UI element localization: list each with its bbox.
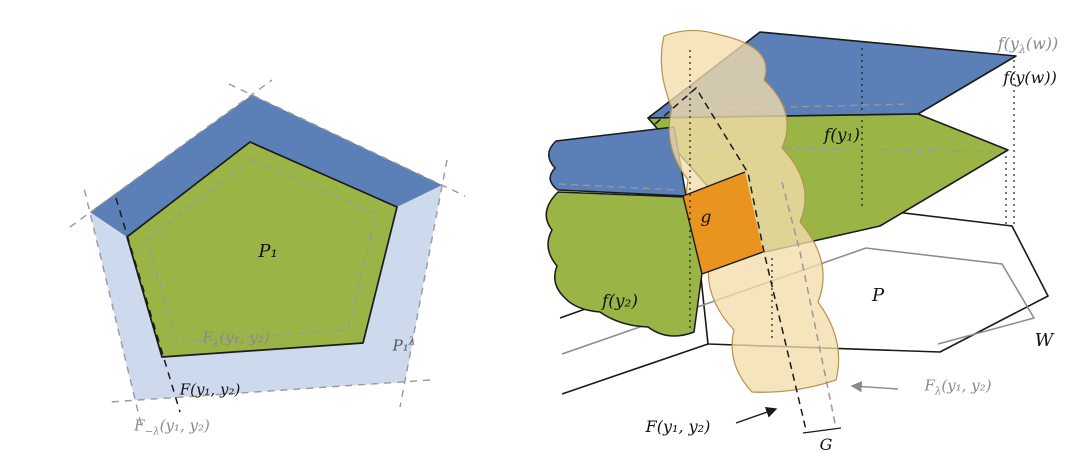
dotted-projection-lines <box>689 48 1015 342</box>
polygon-p1 <box>126 141 398 358</box>
plane-f-y2 <box>545 191 703 337</box>
region-top-band <box>90 95 442 237</box>
right-figure <box>545 29 1049 434</box>
label-p1: P₁ <box>258 241 278 262</box>
arrow-to-f-lambda-line <box>850 381 899 393</box>
label-f-y-w: f(y(w)) <box>1003 68 1057 87</box>
dashed-facet-lines <box>69 79 466 425</box>
label-f-lambda-right: Fλ(y₁, y₂) <box>924 376 992 398</box>
region-g <box>683 172 763 274</box>
dashed-line-f <box>115 197 181 413</box>
label-p1-lambda: P₁λ <box>392 335 416 355</box>
polygon-f-lambda <box>146 158 377 343</box>
g-width-marker <box>802 427 842 434</box>
label-f-right: F(y₁, y₂) <box>645 417 711 436</box>
label-g: g <box>700 207 712 228</box>
plane-left-blue <box>548 126 687 197</box>
label-f-minus-lambda: F−λ(y₁, y₂) <box>134 416 210 438</box>
dashed-black-f <box>654 86 807 431</box>
dashed-gray-f-lambda <box>781 181 837 429</box>
gray-dashed-left-fold <box>558 183 680 191</box>
label-p: P <box>871 285 885 306</box>
label-f-y1: f(y₁) <box>824 125 860 146</box>
arrow-to-f-line <box>735 406 778 424</box>
label-g-strip: G <box>819 435 833 454</box>
label-f-y-lambda-w: f(yλ(w)) <box>997 33 1059 57</box>
region-g-edges <box>682 171 764 275</box>
label-f-lambda-left: Fλ(y₁, y₂) <box>202 328 270 350</box>
label-f-y2: f(y₂) <box>602 291 638 312</box>
label-w: W <box>1034 330 1054 351</box>
label-f-left: F(y₁, y₂) <box>179 380 241 399</box>
left-figure <box>69 79 466 425</box>
